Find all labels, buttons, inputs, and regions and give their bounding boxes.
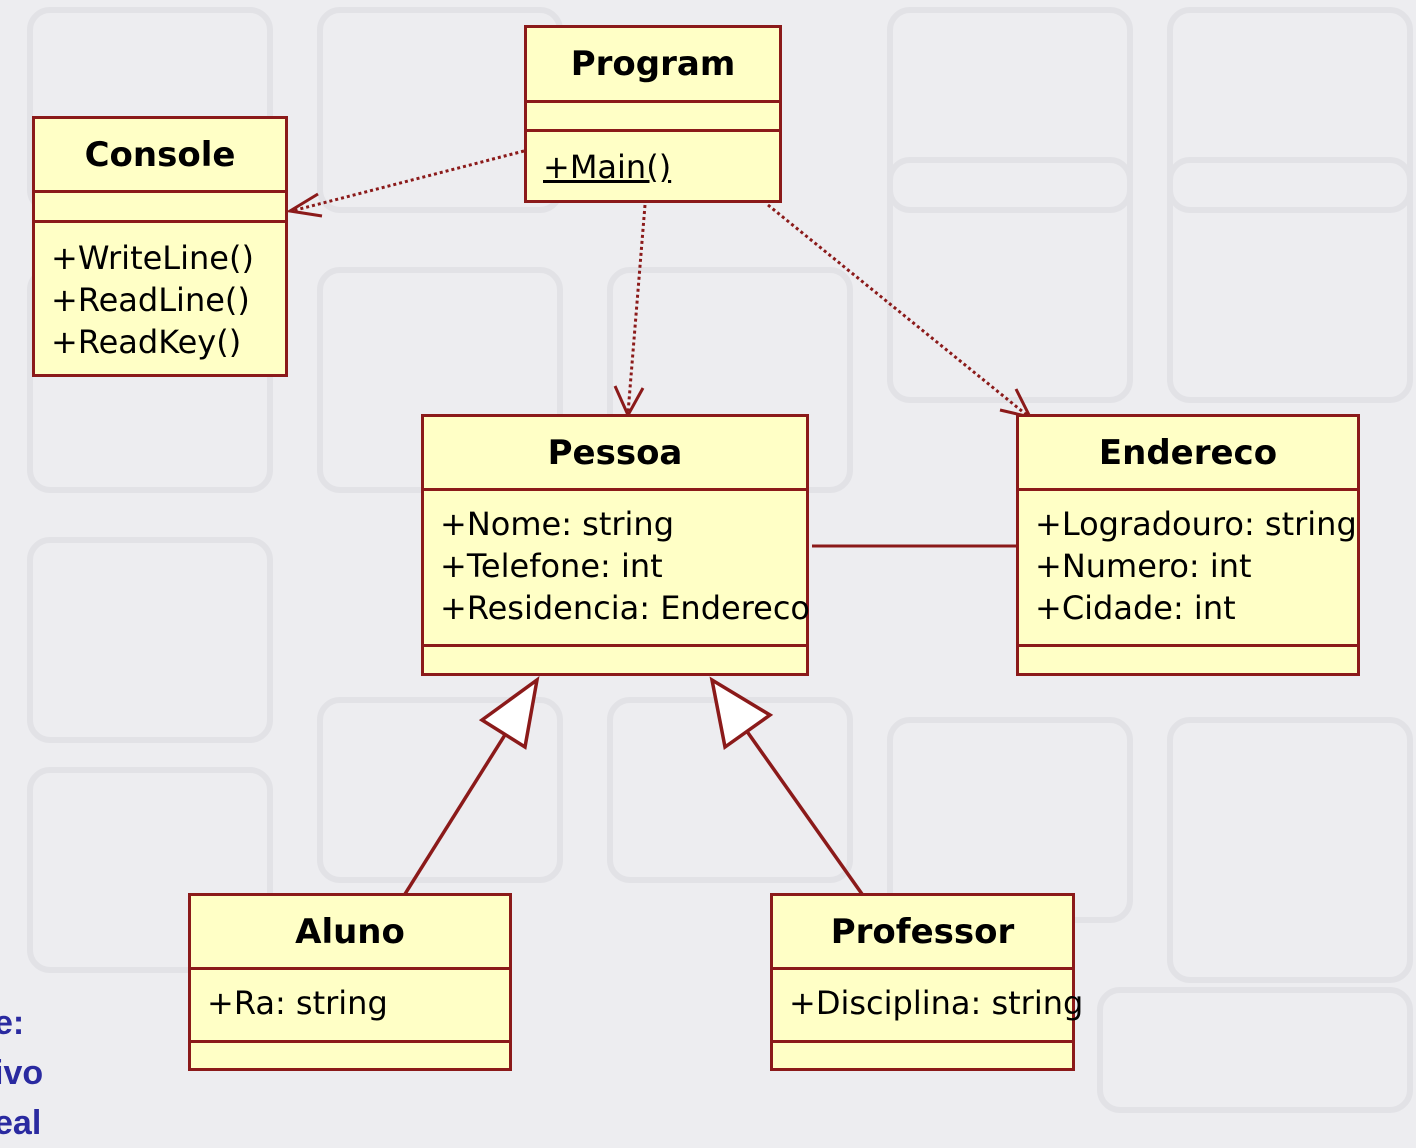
class-name: Pessoa bbox=[424, 417, 806, 491]
attribute-cidade: +Cidade: int bbox=[1035, 589, 1236, 627]
attributes-section: +Ra: string bbox=[191, 970, 509, 1043]
class-name: Professor bbox=[773, 896, 1072, 970]
class-name: Aluno bbox=[191, 896, 509, 970]
class-program[interactable]: Program +Main() bbox=[524, 25, 782, 203]
generalization-triangle-aluno bbox=[478, 676, 540, 750]
clipped-side-text: e: ivo eal bbox=[0, 998, 43, 1148]
class-name: Endereco bbox=[1019, 417, 1357, 491]
background-grid bbox=[27, 7, 1413, 1113]
side-text-line: e: bbox=[0, 1004, 25, 1042]
attribute-nome: +Nome: string bbox=[440, 505, 674, 543]
attribute-logradouro: +Logradouro: string bbox=[1035, 505, 1357, 543]
attribute-disciplina: +Disciplina: string bbox=[789, 984, 1084, 1022]
generalization-triangle-professor bbox=[709, 676, 774, 751]
attribute-telefone: +Telefone: int bbox=[440, 547, 663, 585]
operation-main: +Main() bbox=[543, 148, 672, 186]
class-name: Program bbox=[527, 28, 779, 103]
attributes-section bbox=[35, 193, 285, 223]
operations-section: +WriteLine() +ReadLine() +ReadKey() bbox=[35, 223, 285, 363]
generalization-aluno-pessoa bbox=[403, 729, 510, 895]
attribute-numero: +Numero: int bbox=[1035, 547, 1252, 585]
class-console[interactable]: Console +WriteLine() +ReadLine() +ReadKe… bbox=[32, 116, 288, 377]
operation-readline: +ReadLine() bbox=[51, 281, 250, 319]
generalization-professor-pessoa bbox=[744, 728, 864, 896]
attributes-section: +Disciplina: string bbox=[773, 970, 1084, 1043]
class-professor[interactable]: Professor +Disciplina: string bbox=[770, 893, 1084, 1071]
class-pessoa[interactable]: Pessoa +Nome: string +Telefone: int +Res… bbox=[421, 414, 810, 676]
class-endereco[interactable]: Endereco +Logradouro: string +Numero: in… bbox=[1016, 414, 1360, 676]
attribute-residencia: +Residencia: Endereco bbox=[440, 589, 810, 627]
dependency-program-pessoa bbox=[626, 204, 647, 414]
class-aluno[interactable]: Aluno +Ra: string bbox=[188, 893, 512, 1071]
class-name: Console bbox=[35, 119, 285, 193]
operations-section: +Main() bbox=[527, 132, 779, 188]
operation-writeline: +WriteLine() bbox=[51, 239, 254, 277]
dependency-program-console bbox=[291, 149, 525, 213]
attributes-section bbox=[527, 103, 779, 132]
operation-readkey: +ReadKey() bbox=[51, 323, 242, 361]
attribute-ra: +Ra: string bbox=[207, 984, 388, 1022]
side-text-line: eal bbox=[0, 1104, 42, 1142]
side-text-line: ivo bbox=[0, 1054, 44, 1092]
attributes-section: +Nome: string +Telefone: int +Residencia… bbox=[424, 491, 810, 647]
attributes-section: +Logradouro: string +Numero: int +Cidade… bbox=[1019, 491, 1357, 647]
dependency-program-endereco bbox=[767, 203, 1029, 418]
dependency-arrowhead-console bbox=[285, 192, 323, 218]
relationship-lines bbox=[285, 149, 1033, 896]
